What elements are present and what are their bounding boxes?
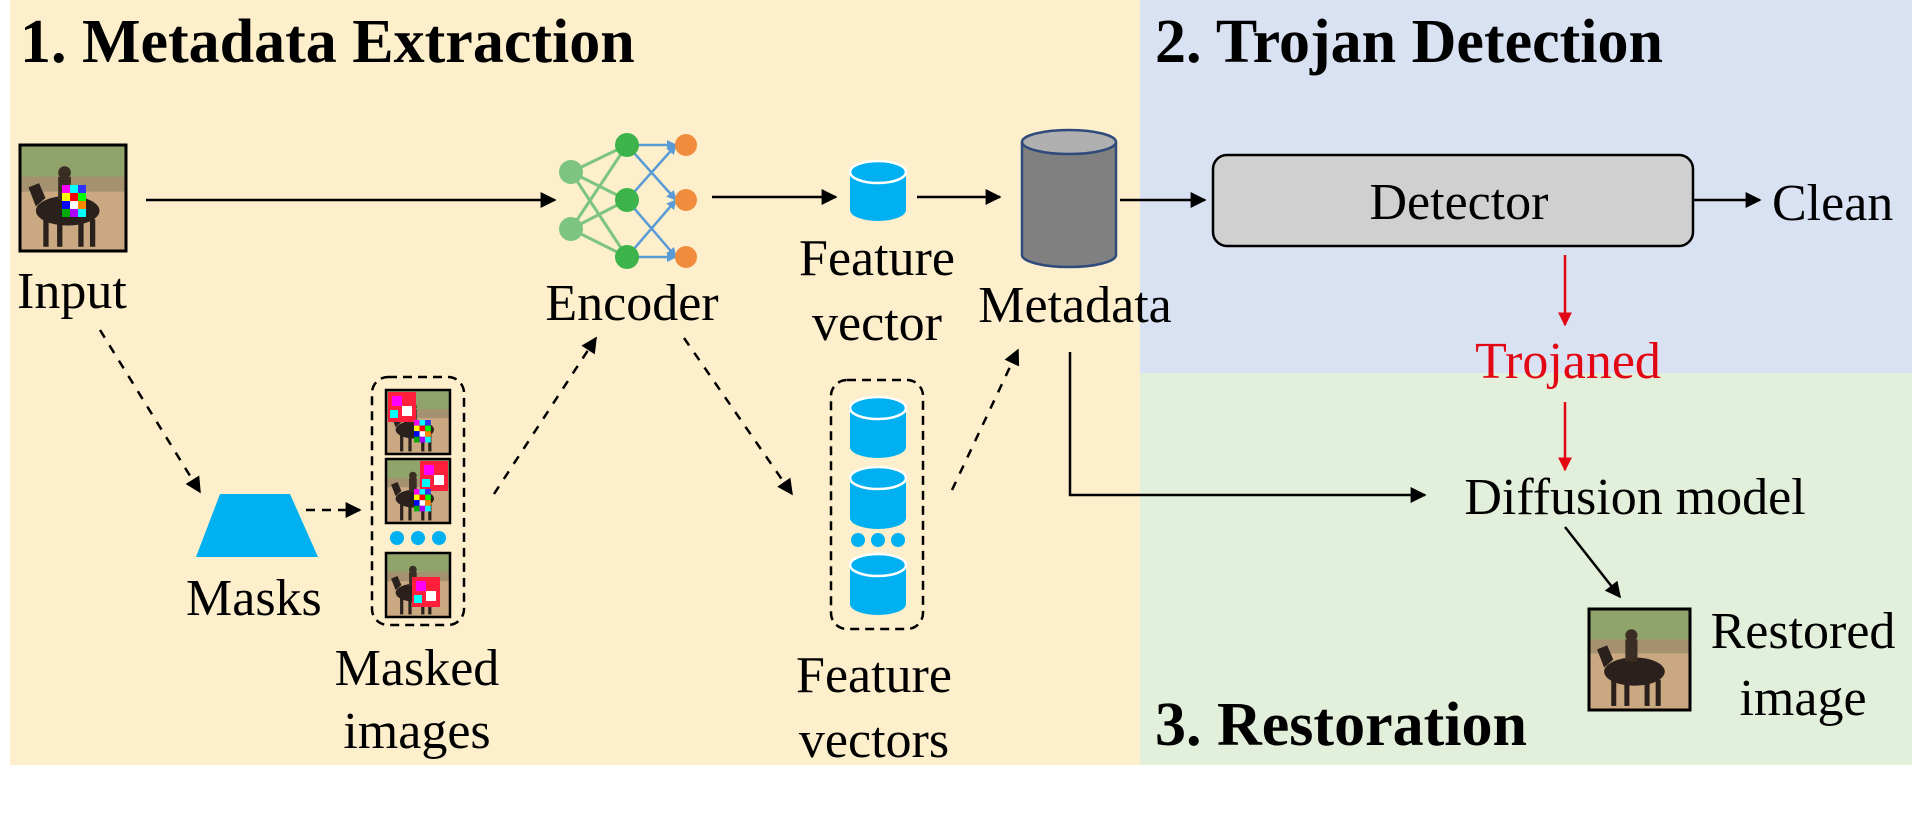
encoder-label: Encoder [545,275,718,332]
restoration-section-bg [1140,373,1912,765]
encoder-to-features-arrow [682,337,794,496]
restored-image [1587,607,1692,712]
masked-images-label-2: images [343,703,490,760]
masked-images-label: Masked [335,640,500,697]
metadata-label: Metadata [978,277,1171,334]
detector-label: Detector [1369,174,1548,231]
masked-image-2 [384,457,452,525]
feature-vectors-icon-2 [848,465,908,529]
trojaned-label: Trojaned [1475,333,1661,390]
diffusion-model-label: Diffusion model [1464,469,1805,526]
feature-vectors-group [829,378,925,631]
input-label: Input [17,263,127,320]
extraction-title: 1. Metadata Extraction [20,8,635,76]
metadata-to-diffusion-arrow [1068,352,1427,503]
feature-vector-icon [848,159,908,221]
masks-icon [196,494,318,557]
masked-to-encoder-arrow [492,336,598,495]
restored-image-label: Restored [1711,603,1896,660]
feature-vectors-label-2: vectors [799,712,949,769]
feature-vectors-icon-1 [848,395,908,458]
masked-image-3 [384,551,452,619]
input-to-masks-arrow [98,329,202,494]
encoder-network-icon [559,133,697,269]
masked-images-ellipsis [390,531,446,545]
feature-vectors-ellipsis [851,533,905,547]
masks-label: Masks [186,570,322,627]
feature-vectors-label: Feature [796,647,952,704]
masked-image-1 [384,388,452,456]
diffusion-to-restored-arrow [1564,526,1621,599]
detection-title: 2. Trojan Detection [1155,8,1663,76]
feature-vector-label: Feature [799,230,955,287]
metadata-database-icon [1020,128,1118,269]
features-to-metadata-arrow [950,348,1020,491]
restored-image-label-2: image [1739,670,1866,727]
clean-label: Clean [1772,175,1893,232]
masked-images-group [370,375,466,627]
extraction-section-bg [10,0,1140,765]
feature-vectors-icon-3 [848,552,908,615]
feature-vector-label-2: vector [812,295,942,352]
restoration-title: 3. Restoration [1155,691,1527,759]
input-image [18,143,128,253]
